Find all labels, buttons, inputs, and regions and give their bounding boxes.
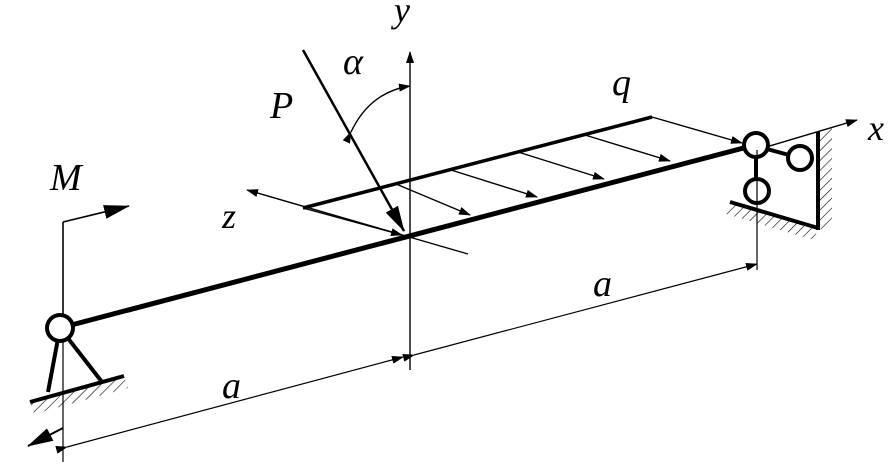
dimension-left <box>55 355 404 454</box>
x-axis-label: x <box>867 108 884 148</box>
beam <box>59 142 756 331</box>
force-label: P <box>269 85 293 127</box>
angle-label: α <box>343 41 364 83</box>
angle-arc <box>342 83 411 144</box>
moment-arrow <box>62 205 130 223</box>
distributed-load-edge <box>302 115 653 210</box>
dimension-right <box>402 150 758 362</box>
distributed-load-arrows <box>302 116 743 236</box>
y-axis-label: y <box>391 0 410 30</box>
distributed-load-label: q <box>612 62 631 104</box>
z-axis-line <box>246 189 469 255</box>
span-right-label: a <box>593 263 612 305</box>
x-axis-line <box>755 119 858 151</box>
span-left-label: a <box>222 365 241 407</box>
moment-label: M <box>49 157 84 199</box>
z-axis-label: z <box>221 196 236 236</box>
left-pin-support <box>29 313 128 414</box>
left-end-arrow <box>27 427 64 447</box>
right-support <box>726 128 832 240</box>
